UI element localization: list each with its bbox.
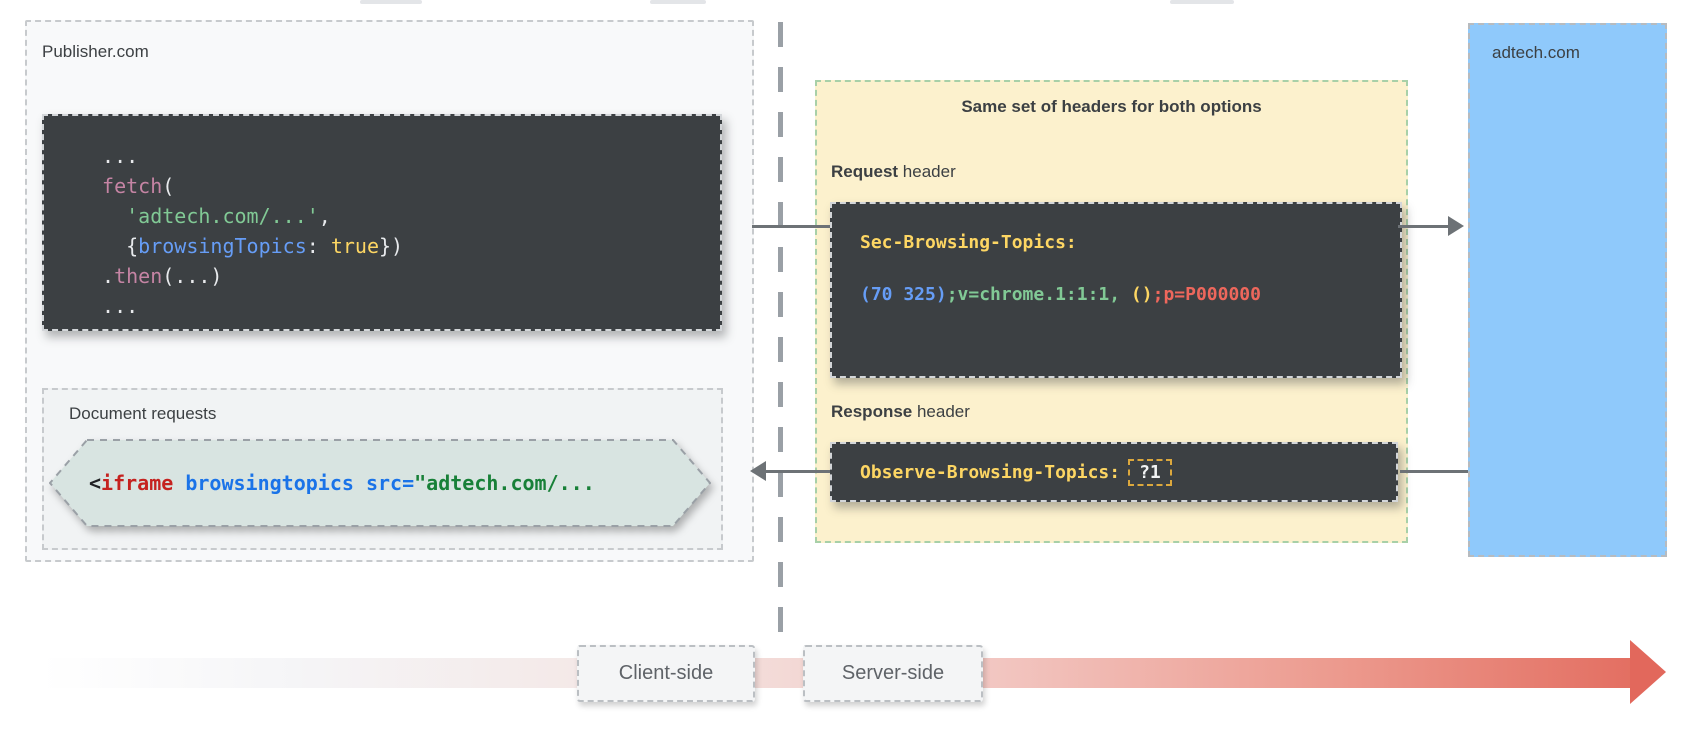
publisher-panel: Publisher.com ... fetch( 'adtech.com/...… — [25, 20, 754, 562]
response-header-label: Response header — [831, 402, 970, 422]
client-server-divider — [778, 22, 783, 650]
headers-panel-title: Same set of headers for both options — [961, 97, 1262, 116]
arrow-adtech-to-response — [1400, 470, 1468, 473]
adtech-label: adtech.com — [1492, 43, 1580, 62]
adtech-panel: adtech.com — [1468, 23, 1667, 557]
publisher-label: Publisher.com — [42, 42, 149, 61]
timeline-arrow-head-icon — [1630, 640, 1666, 704]
request-header-label-bold: Request — [831, 162, 899, 181]
hexagon-shape — [49, 439, 711, 527]
fetch-code: ... fetch( 'adtech.com/...', {browsingTo… — [90, 144, 404, 318]
response-header-label-rest: header — [912, 402, 970, 421]
request-header-block: Sec-Browsing-Topics:(70 325);v=chrome.1:… — [830, 202, 1402, 378]
response-header-label-bold: Response — [831, 402, 913, 421]
server-side-badge: Server-side — [803, 645, 983, 702]
cropped-text-artifact — [650, 0, 706, 4]
iframe-code: <iframe browsingtopics src="adtech.com/.… — [89, 471, 595, 495]
document-requests-panel: Document requests <iframe browsingtopics… — [42, 388, 723, 550]
request-header-code: Sec-Browsing-Topics:(70 325);v=chrome.1:… — [860, 232, 1261, 305]
arrow-response-to-publisher — [764, 470, 830, 473]
arrow-publisher-to-request — [752, 225, 830, 228]
request-header-label: Request header — [831, 162, 956, 182]
iframe-hexagon: <iframe browsingtopics src="adtech.com/.… — [49, 439, 711, 527]
headers-panel: Same set of headers for both options Req… — [815, 80, 1408, 543]
arrow-request-to-adtech — [1398, 225, 1448, 228]
cropped-text-artifact — [1170, 0, 1234, 4]
request-header-label-rest: header — [898, 162, 956, 181]
response-header-block: Observe-Browsing-Topics: ?1 — [830, 442, 1398, 502]
arrow-right-head-icon — [1448, 216, 1464, 236]
fetch-code-block: ... fetch( 'adtech.com/...', {browsingTo… — [42, 114, 722, 331]
document-requests-label: Document requests — [69, 404, 217, 423]
arrow-left-head-icon — [750, 461, 766, 481]
cropped-text-artifact — [360, 0, 422, 4]
response-header-code: Observe-Browsing-Topics: — [860, 461, 1121, 483]
client-side-label: Client-side — [618, 662, 714, 684]
server-side-label: Server-side — [841, 662, 945, 684]
response-header-value-box: ?1 — [1128, 458, 1172, 486]
client-side-badge: Client-side — [577, 645, 755, 702]
